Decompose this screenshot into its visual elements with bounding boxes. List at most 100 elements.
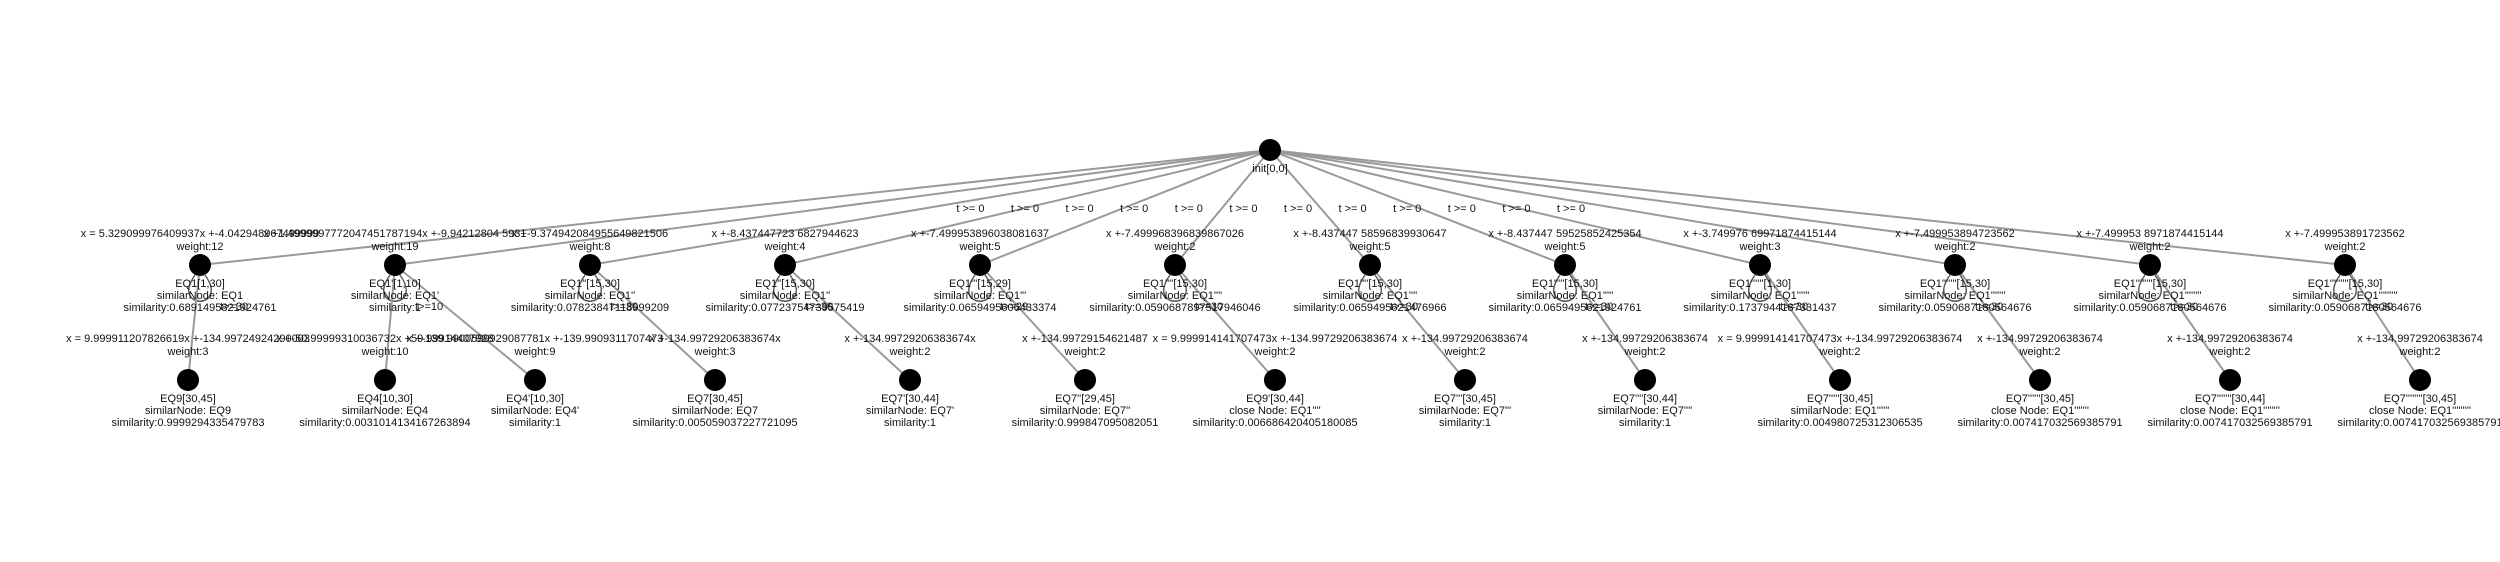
node-level2: [2409, 369, 2431, 391]
node-similar: similarNode: EQ4': [491, 405, 579, 417]
self-loop-label: t>=30: [610, 301, 638, 313]
node-similar: similarNode: EQ1'''''': [1711, 290, 1810, 302]
edge-condition-label: t >= 0: [1557, 203, 1585, 215]
edge-expression: x = 5.329099976409937x +-4.0429489674999…: [81, 228, 320, 240]
edge-level1-to-level2: [1369, 264, 1466, 381]
edge-weight: weight:5: [959, 241, 1001, 253]
edge-weight: weight:8: [569, 241, 611, 253]
node-similar: similarNode: EQ7''': [1419, 405, 1512, 417]
node-label: EQ1''''[15,30]: [1143, 278, 1207, 290]
edge-weight: weight:3: [167, 346, 209, 358]
node-level1: [1359, 254, 1381, 276]
node-similar: similarNode: EQ1: [157, 290, 243, 302]
edge-level1-to-level2: [394, 264, 536, 381]
edge-expression: x +-134.99729206383674x: [844, 333, 976, 345]
node-similarity: similarity:0.007417032569385791: [2337, 417, 2500, 429]
edge-expression: x = 9.999911207826619x +-134.99724924290…: [66, 333, 310, 345]
edge-weight: weight:2: [2209, 346, 2251, 358]
node-similar: similarNode: EQ7: [672, 405, 758, 417]
node-level1: [384, 254, 406, 276]
node-similarity: similarity:0.0590687180564676: [2269, 302, 2422, 314]
node-similarity: similarity:0.007417032569385791: [1957, 417, 2122, 429]
node-similarity: similarity:1: [884, 417, 936, 429]
edge-weight: weight:5: [1349, 241, 1391, 253]
node-label: EQ9[30,45]: [160, 393, 216, 405]
edge-level1-to-level2: [1174, 264, 1276, 381]
node-level2: [524, 369, 546, 391]
node-similar: similarNode: EQ1'': [740, 290, 830, 302]
node-similar: close Node: EQ1'''''''': [2180, 405, 2280, 417]
edge-weight: weight:2: [2019, 346, 2061, 358]
node-label: EQ7[30,45]: [687, 393, 743, 405]
node-label: EQ7''''''''[30,45]: [2384, 393, 2456, 405]
node-similar: similarNode: EQ7': [866, 405, 954, 417]
node-level1: [774, 254, 796, 276]
node-level1: [1554, 254, 1576, 276]
edge-level1-to-level2: [979, 264, 1086, 381]
edge-expression: x +-134.99729206383674: [1977, 333, 2103, 345]
node-level2: [2029, 369, 2051, 391]
edge-expression: x +-8.437447723 6827944623: [711, 228, 858, 240]
node-similarity: similarity:0.0031014134167263894: [299, 417, 470, 429]
self-loop: [773, 274, 797, 302]
edge-level1-to-level2: [2149, 264, 2231, 381]
self-loop: [1553, 274, 1577, 302]
node-similar: similarNode: EQ7'': [1040, 405, 1130, 417]
node-similarity: similarity:0.005059037227721095: [632, 417, 797, 429]
node-similarity: similarity:0.004980725312306535: [1757, 417, 1922, 429]
edge-weight: weight:2: [889, 346, 931, 358]
node-label: EQ7''''''[30,45]: [2006, 393, 2074, 405]
edge-expression: x +-3.749976 69971874415144: [1683, 228, 1836, 240]
self-loop: [383, 274, 407, 302]
edge-level1-to-level2: [2344, 264, 2421, 381]
node-similarity: similarity:0.006686420405180085: [1192, 417, 1357, 429]
node-level1: [2334, 254, 2356, 276]
edge-condition-label: t >= 0: [1011, 203, 1039, 215]
self-loop: [1943, 274, 1967, 302]
edge-root-to-node: [1269, 149, 1566, 266]
node-level2: [2219, 369, 2241, 391]
edge-root-to-node: [1269, 149, 2151, 266]
node-level2: [899, 369, 921, 391]
edge-level1-to-level2: [1954, 264, 2041, 381]
node-level1: [2139, 254, 2161, 276]
edge-expression: x +-134.99729206383674x: [649, 333, 781, 345]
edge-weight: weight:2: [2129, 241, 2171, 253]
self-loop-label: t>=30: [1780, 301, 1808, 313]
node-level1: [1164, 254, 1186, 276]
node-similar: similarNode: EQ1'': [545, 290, 635, 302]
node-label: EQ1'''''[15,30]: [1532, 278, 1598, 290]
node-similar: similarNode: EQ1''''''': [1905, 290, 2006, 302]
node-level1: [579, 254, 601, 276]
node-label: EQ1''''''[1,30]: [1729, 278, 1791, 290]
node-similarity: similarity:1: [1619, 417, 1671, 429]
self-loop-label: t>=30: [220, 301, 248, 313]
node-similar: similarNode: EQ1'''': [1128, 290, 1223, 302]
edge-expression: x +-9.374942084955649821506: [512, 228, 668, 240]
node-level1: [189, 254, 211, 276]
node-label: EQ7'''''''[30,44]: [2195, 393, 2265, 405]
node-similar: similarNode: EQ1''''''''': [2292, 290, 2397, 302]
node-similarity: similarity:0.0659495621476966: [1294, 302, 1447, 314]
node-label: EQ7''[29,45]: [1055, 393, 1115, 405]
node-similar: close Node: EQ1'''': [1229, 405, 1321, 417]
edge-expression: x +-7.499968396839867026: [1106, 228, 1244, 240]
self-loop: [578, 274, 602, 302]
edge-root-to-node: [1174, 149, 1271, 266]
edge-expression: x +-50.99999310036732x +59.99914407928: [276, 333, 493, 345]
node-level2: [1074, 369, 1096, 391]
node-similarity: similarity:0.6891495821924761: [124, 302, 277, 314]
edge-expression: x +-134.99729154621487: [1022, 333, 1148, 345]
edge-condition-label: t >= 0: [1066, 203, 1094, 215]
node-label: EQ9'[30,44]: [1246, 393, 1304, 405]
node-similarity: similarity:0.07823847118999209: [511, 302, 669, 314]
node-root-label: init[0,0]: [1252, 163, 1287, 175]
edge-weight: weight:5: [1544, 241, 1586, 253]
edge-weight: weight:4: [764, 241, 806, 253]
edge-root-to-node: [979, 149, 1271, 266]
node-label: EQ1'''''''[15,30]: [1920, 278, 1990, 290]
edge-weight: weight:2: [1444, 346, 1486, 358]
node-label: EQ7'[30,44]: [881, 393, 939, 405]
edge-weight: weight:2: [1254, 346, 1296, 358]
edge-root-to-node: [784, 149, 1271, 266]
